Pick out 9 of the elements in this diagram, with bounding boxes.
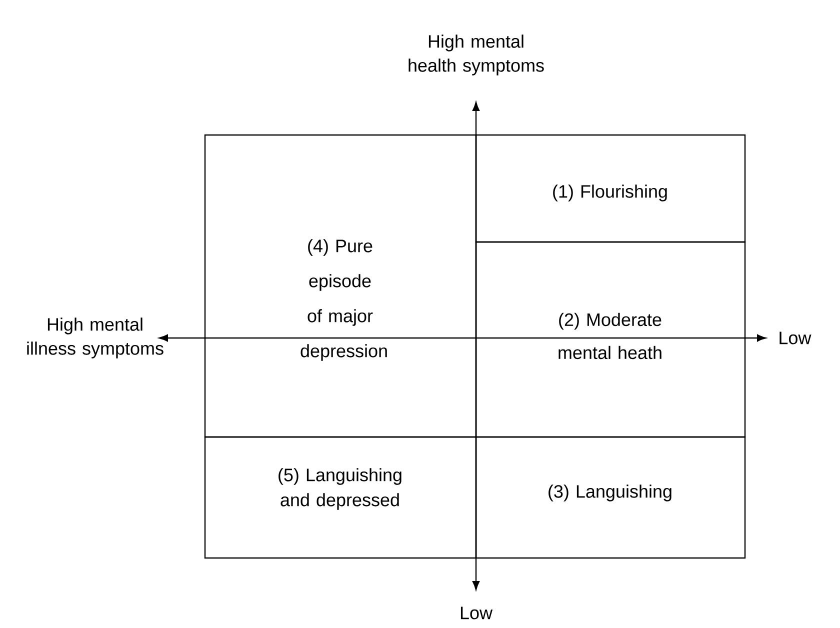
axis-label: High mental health symptoms (408, 34, 544, 76)
axis-label: High mental illness symptoms (27, 318, 164, 358)
quadrant-cell: (1) Flourishing (475, 134, 746, 243)
axis-label: Low (780, 332, 812, 344)
quadrant-cell: (3) Languishing (475, 436, 746, 559)
quadrant-cell: (2) Moderate mental heath (475, 241, 746, 438)
quadrant-cell: (4) Pure episode of major depression (204, 134, 477, 438)
quadrant-cell: (5) Languishing and depressed (204, 436, 477, 559)
axis-label: Low (460, 606, 493, 620)
